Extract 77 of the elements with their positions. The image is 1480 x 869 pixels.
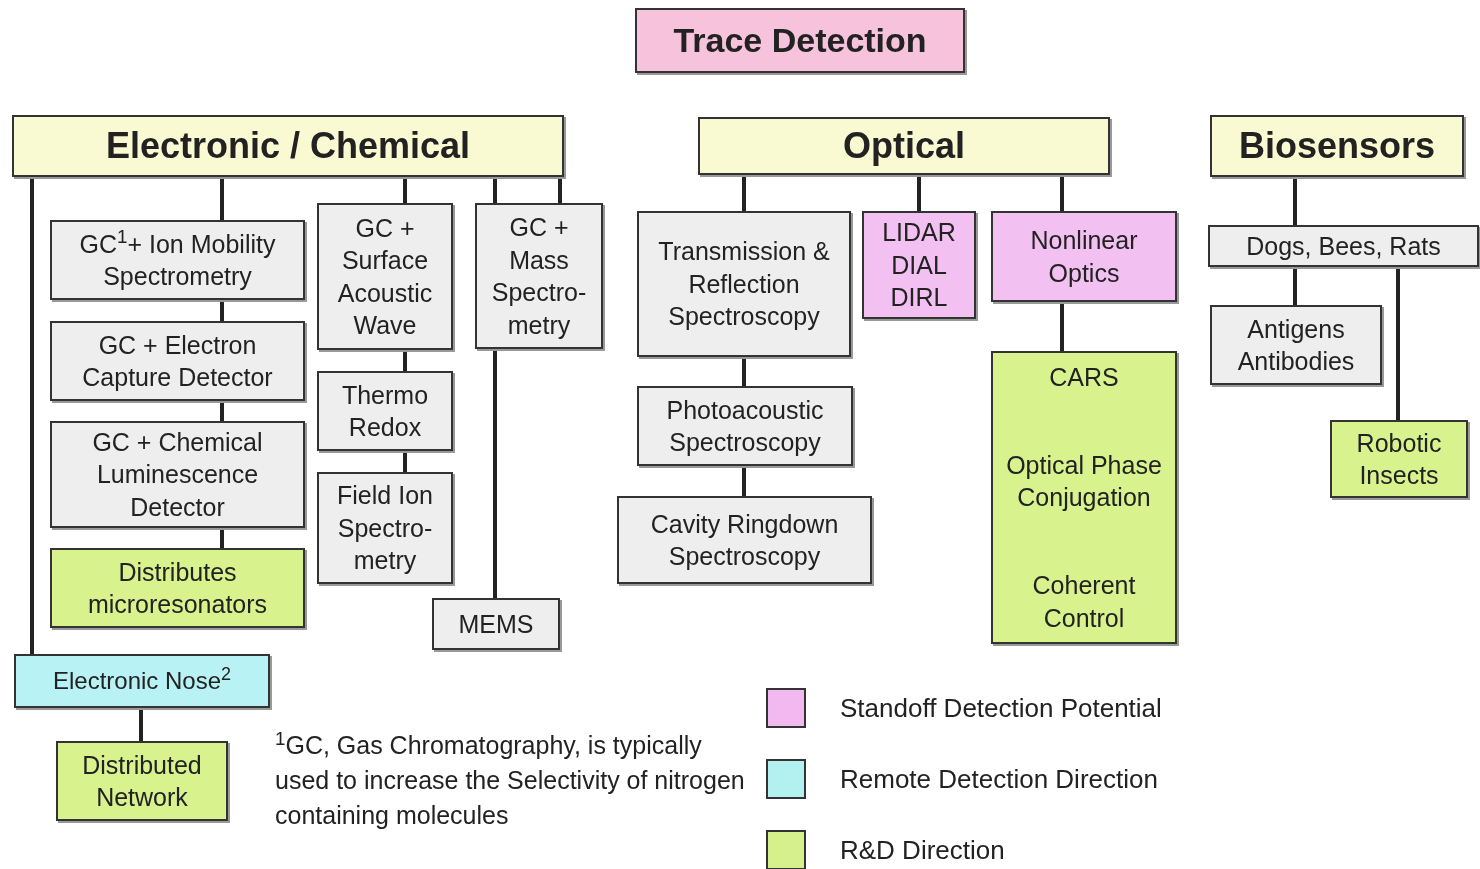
node-label: Coherent Control bbox=[1031, 570, 1137, 634]
node-label: MEMS bbox=[457, 608, 535, 640]
connector-line bbox=[1396, 267, 1400, 420]
method-box bbox=[50, 321, 305, 401]
node-label: Distributed Network bbox=[81, 749, 203, 813]
method-box bbox=[317, 371, 453, 451]
node-label: Antigens Antibodies bbox=[1236, 313, 1356, 377]
method-box bbox=[617, 496, 872, 584]
node-label: DIRL bbox=[889, 282, 949, 314]
connector-line bbox=[1060, 302, 1064, 351]
connector-line bbox=[220, 401, 224, 421]
connector-line bbox=[742, 175, 746, 211]
category-box bbox=[635, 8, 965, 73]
method-box bbox=[475, 203, 603, 349]
method-box bbox=[317, 472, 453, 584]
node-label: Photoacoustic Spectroscopy bbox=[665, 394, 825, 458]
method-box bbox=[50, 548, 305, 628]
connector-line bbox=[220, 177, 224, 220]
node-label: Trace Detection bbox=[672, 20, 928, 62]
node-label: Cavity Ringdown Spectroscopy bbox=[649, 508, 840, 572]
node-label: Optical Phase Conjugation bbox=[1005, 449, 1163, 514]
node-label: Electronic Nose$^{2}$ bbox=[51, 665, 233, 697]
connector-line bbox=[403, 177, 407, 203]
connector-line bbox=[220, 300, 224, 321]
node-label: Field Ion Spectro- metry bbox=[336, 480, 434, 577]
category-box bbox=[698, 117, 1110, 175]
connector-line bbox=[493, 349, 497, 598]
legend-label: Remote Detection Direction bbox=[840, 762, 1158, 796]
connector-line bbox=[403, 451, 407, 472]
method-box bbox=[317, 203, 453, 350]
method-box bbox=[862, 211, 976, 319]
connector-line bbox=[1293, 177, 1297, 225]
category-box bbox=[1210, 115, 1464, 177]
node-label: Thermo Redox bbox=[340, 379, 430, 443]
connector-line bbox=[558, 177, 562, 203]
node-label: GC + Surface Acoustic Wave bbox=[336, 212, 434, 341]
method-box bbox=[637, 386, 853, 466]
connector-line bbox=[1060, 175, 1064, 211]
method-box bbox=[14, 654, 270, 708]
connector-line bbox=[742, 357, 746, 386]
node-label: Robotic Insects bbox=[1355, 427, 1443, 491]
method-box bbox=[56, 741, 228, 821]
connector-line bbox=[30, 177, 34, 654]
method-box bbox=[432, 598, 560, 650]
category-box bbox=[12, 115, 564, 177]
method-box bbox=[1210, 305, 1382, 385]
node-label: GC + Chemical Luminescence Detector bbox=[91, 426, 264, 523]
connector-line bbox=[917, 175, 921, 211]
node-label: Dogs, Bees, Rats bbox=[1245, 230, 1442, 262]
node-label: Distributes microresonators bbox=[86, 556, 269, 620]
method-box bbox=[637, 211, 851, 357]
node-label: GC + Electron Capture Detector bbox=[81, 329, 274, 393]
node-label: GC + Mass Spectro- metry bbox=[490, 212, 588, 341]
node-label: Optical bbox=[842, 123, 966, 168]
node-label: GC$^{1}$+ Ion Mobility Spectrometry bbox=[78, 227, 277, 292]
method-box bbox=[991, 351, 1177, 644]
connector-line bbox=[139, 708, 143, 741]
node-label: Transmission & Reflection Spectroscopy bbox=[657, 236, 831, 333]
method-box bbox=[1208, 225, 1479, 267]
connector-line bbox=[742, 466, 746, 496]
method-box bbox=[1330, 420, 1468, 498]
footnote: $^{1}$GC, Gas Chromatography, is typically used to increase the Selectivity of nitrogen containing molecules bbox=[275, 728, 745, 831]
method-box bbox=[50, 220, 305, 300]
node-label: LIDAR bbox=[881, 217, 957, 249]
connector-line bbox=[403, 350, 407, 371]
method-box bbox=[991, 211, 1177, 302]
node-label: CARS bbox=[1048, 362, 1120, 393]
connector-line bbox=[493, 177, 497, 203]
legend-label: Standoff Detection Potential bbox=[840, 691, 1162, 725]
method-box bbox=[50, 421, 305, 528]
connector-line bbox=[220, 528, 224, 548]
node-label: Biosensors bbox=[1237, 123, 1437, 168]
node-label: Nonlinear Optics bbox=[1029, 225, 1139, 289]
connector-line bbox=[1293, 267, 1297, 305]
node-label: Electronic / Chemical bbox=[104, 123, 472, 168]
node-label: DIAL bbox=[890, 249, 948, 281]
legend-label: R&D Direction bbox=[840, 833, 1005, 867]
